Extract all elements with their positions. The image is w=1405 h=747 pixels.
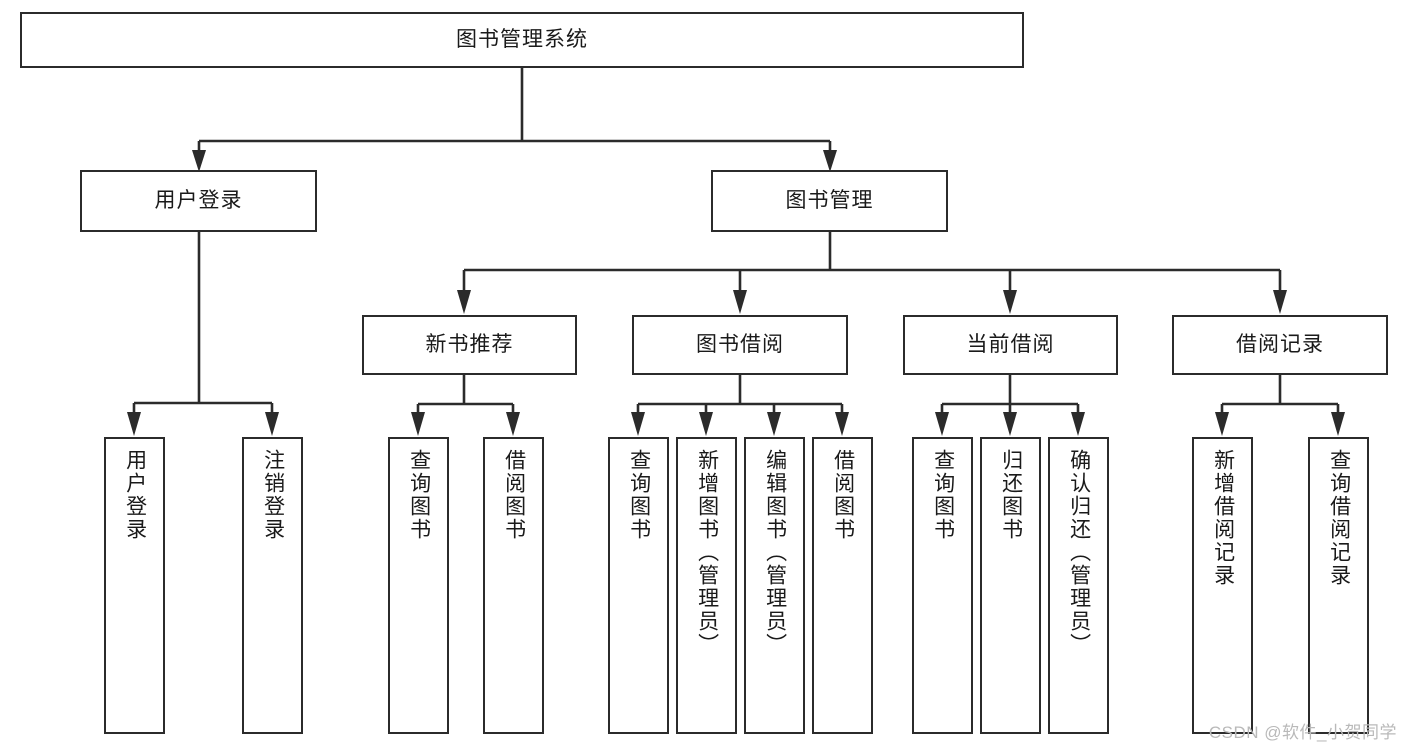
leaf-label: 编辑图书（管理员） (763, 449, 787, 656)
leaf-label: 查询图书 (627, 449, 651, 541)
leaf-logout[interactable]: 注销登录 (242, 437, 303, 734)
leaf-label: 新增图书（管理员） (695, 449, 719, 656)
arrowhead-current-borrow (1003, 290, 1017, 314)
leaf-query-book-current[interactable]: 查询图书 (912, 437, 973, 734)
arrowhead-bb-leaf-4 (835, 412, 849, 436)
leaf-return-book[interactable]: 归还图书 (980, 437, 1041, 734)
watermark-text: CSDN @软件_小贺同学 (1208, 723, 1397, 742)
arrowhead-leaf-user-login (127, 412, 141, 436)
leaf-label: 用户登录 (123, 449, 147, 541)
leaf-label: 注销登录 (261, 449, 285, 541)
leaf-label: 确认归还（管理员） (1067, 449, 1091, 656)
arrowhead-cb-leaf-2 (1003, 412, 1017, 436)
node-book-borrow[interactable]: 图书借阅 (632, 315, 848, 375)
node-current-borrow[interactable]: 当前借阅 (903, 315, 1118, 375)
arrowhead-br-leaf-2 (1331, 412, 1345, 436)
leaf-add-book-admin[interactable]: 新增图书（管理员） (676, 437, 737, 734)
leaf-confirm-return-admin[interactable]: 确认归还（管理员） (1048, 437, 1109, 734)
leaf-label: 查询图书 (407, 449, 431, 541)
node-user-login[interactable]: 用户登录 (80, 170, 317, 232)
leaf-user-login[interactable]: 用户登录 (104, 437, 165, 734)
arrowhead-user-login (192, 150, 206, 172)
leaf-add-borrow-record[interactable]: 新增借阅记录 (1192, 437, 1253, 734)
arrowhead-book-manage (823, 150, 837, 172)
leaf-edit-book-admin[interactable]: 编辑图书（管理员） (744, 437, 805, 734)
node-book-management[interactable]: 图书管理 (711, 170, 948, 232)
leaf-label: 查询图书 (931, 449, 955, 541)
leaf-label: 归还图书 (999, 449, 1023, 541)
leaf-query-book-borrow[interactable]: 查询图书 (608, 437, 669, 734)
leaf-borrow-book-new-recommend[interactable]: 借阅图书 (483, 437, 544, 734)
arrowhead-br-leaf-1 (1215, 412, 1229, 436)
arrowhead-nb-leaf-2 (506, 412, 520, 436)
leaf-label: 查询借阅记录 (1327, 449, 1351, 587)
arrowhead-cb-leaf-3 (1071, 412, 1085, 436)
arrowhead-book-borrow (733, 290, 747, 314)
arrowhead-new-book (457, 290, 471, 314)
node-new-book-recommend[interactable]: 新书推荐 (362, 315, 577, 375)
leaf-label: 借阅图书 (502, 449, 526, 541)
arrowhead-bb-leaf-3 (767, 412, 781, 436)
leaf-query-book-new-recommend[interactable]: 查询图书 (388, 437, 449, 734)
node-borrow-record[interactable]: 借阅记录 (1172, 315, 1388, 375)
leaf-borrow-book[interactable]: 借阅图书 (812, 437, 873, 734)
arrowhead-leaf-logout (265, 412, 279, 436)
leaf-query-borrow-record[interactable]: 查询借阅记录 (1308, 437, 1369, 734)
arrowhead-bb-leaf-1 (631, 412, 645, 436)
node-root-system[interactable]: 图书管理系统 (20, 12, 1024, 68)
arrowhead-borrow-record (1273, 290, 1287, 314)
arrowhead-nb-leaf-1 (411, 412, 425, 436)
arrowhead-bb-leaf-2 (699, 412, 713, 436)
arrowhead-cb-leaf-1 (935, 412, 949, 436)
leaf-label: 借阅图书 (831, 449, 855, 541)
leaf-label: 新增借阅记录 (1211, 449, 1235, 587)
